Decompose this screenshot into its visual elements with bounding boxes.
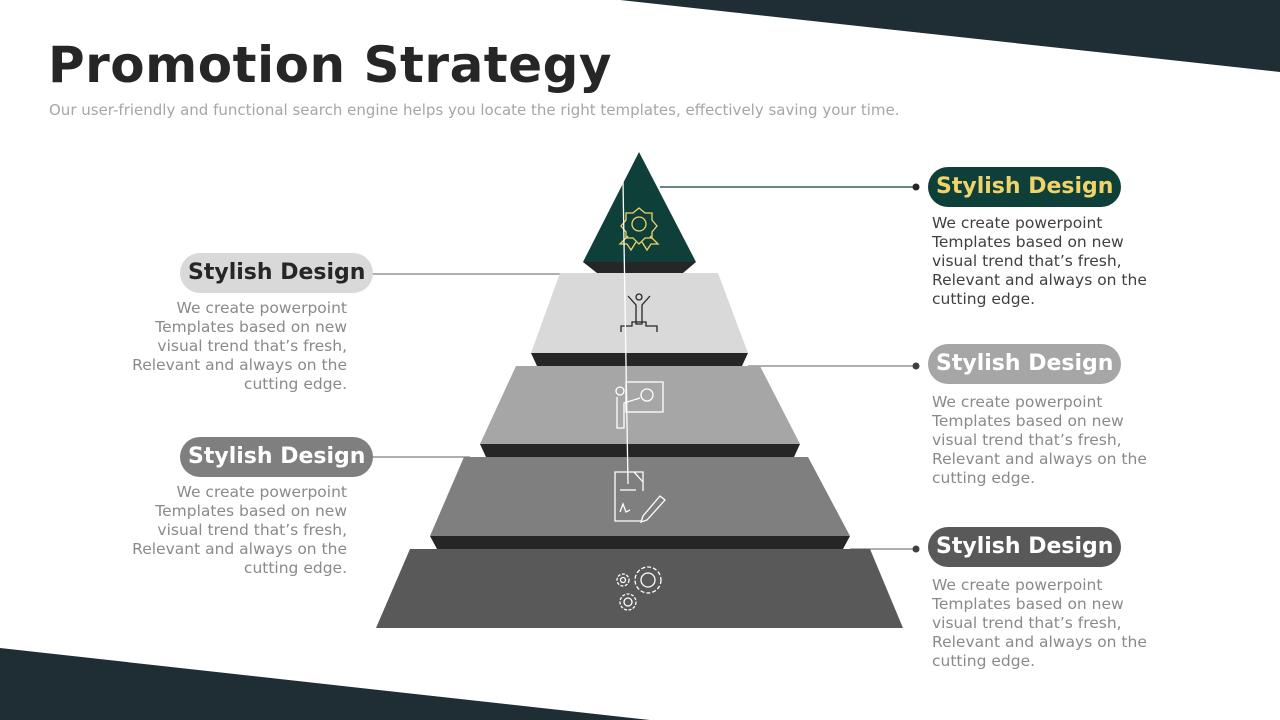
corner-shape-bottom: [0, 648, 650, 720]
winner-podium-icon: [620, 293, 658, 332]
gears-icon: [616, 566, 662, 611]
item-2-title: Stylish Design: [180, 253, 374, 293]
item-5-title: Stylish Design: [928, 527, 1122, 567]
pyramid-level-5: [376, 549, 903, 628]
item-4-title: Stylish Design: [180, 437, 374, 477]
contract-sign-icon: [614, 0, 666, 524]
pyramid-level-1: [583, 152, 696, 262]
item-1-title: Stylish Design: [928, 167, 1122, 207]
item-4-text: We create powerpoint Templates based on …: [132, 483, 347, 577]
item-5-text: We create powerpoint Templates based on …: [932, 576, 1147, 670]
item-3-text: We create powerpoint Templates based on …: [932, 393, 1147, 487]
corner-shape-top: [620, 0, 1280, 72]
item-3-title: Stylish Design: [928, 344, 1122, 384]
pyramid-level-2: [531, 273, 748, 353]
page-title: Promotion Strategy: [48, 36, 613, 94]
pyramid-level-4: [430, 457, 850, 536]
page-subtitle: Our user-friendly and functional search …: [49, 101, 900, 119]
pyramid-level-3: [480, 366, 800, 444]
item-2-text: We create powerpoint Templates based on …: [132, 299, 347, 393]
award-ribbon-icon: [618, 207, 660, 252]
item-1-text: We create powerpoint Templates based on …: [932, 214, 1147, 308]
